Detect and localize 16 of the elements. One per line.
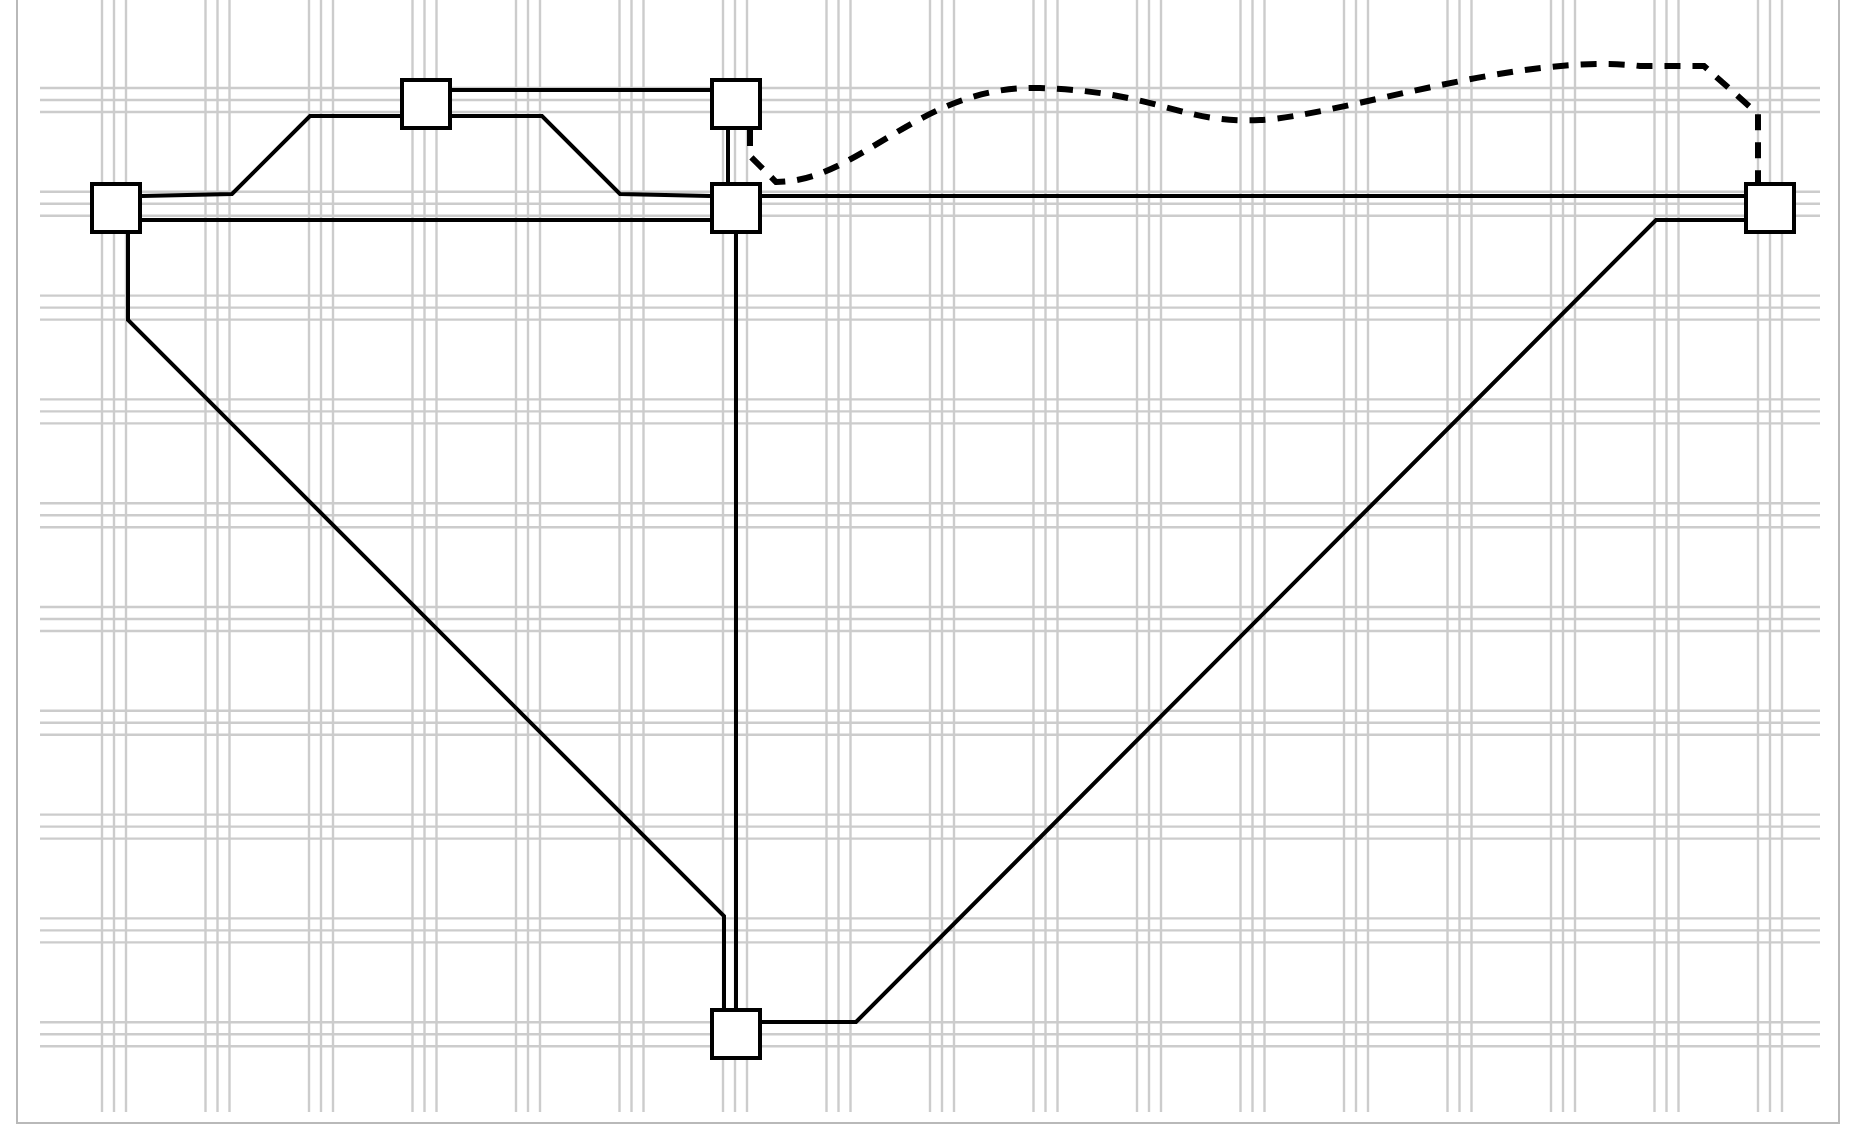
square-node (90, 182, 142, 234)
connector-line (126, 234, 726, 1008)
connector-line (452, 114, 711, 198)
connector-line (762, 194, 1744, 198)
square-node (710, 182, 762, 234)
connector-line (141, 114, 400, 198)
square-node (400, 78, 452, 130)
connector-line (726, 130, 730, 182)
square-node (710, 1008, 762, 1060)
dashed-connector (747, 61, 1761, 185)
square-node (710, 78, 762, 130)
connector-line (142, 218, 710, 222)
connector-line (762, 218, 1744, 1024)
connector-line (452, 88, 710, 92)
connector-line (734, 234, 738, 1008)
square-node (1744, 182, 1796, 234)
